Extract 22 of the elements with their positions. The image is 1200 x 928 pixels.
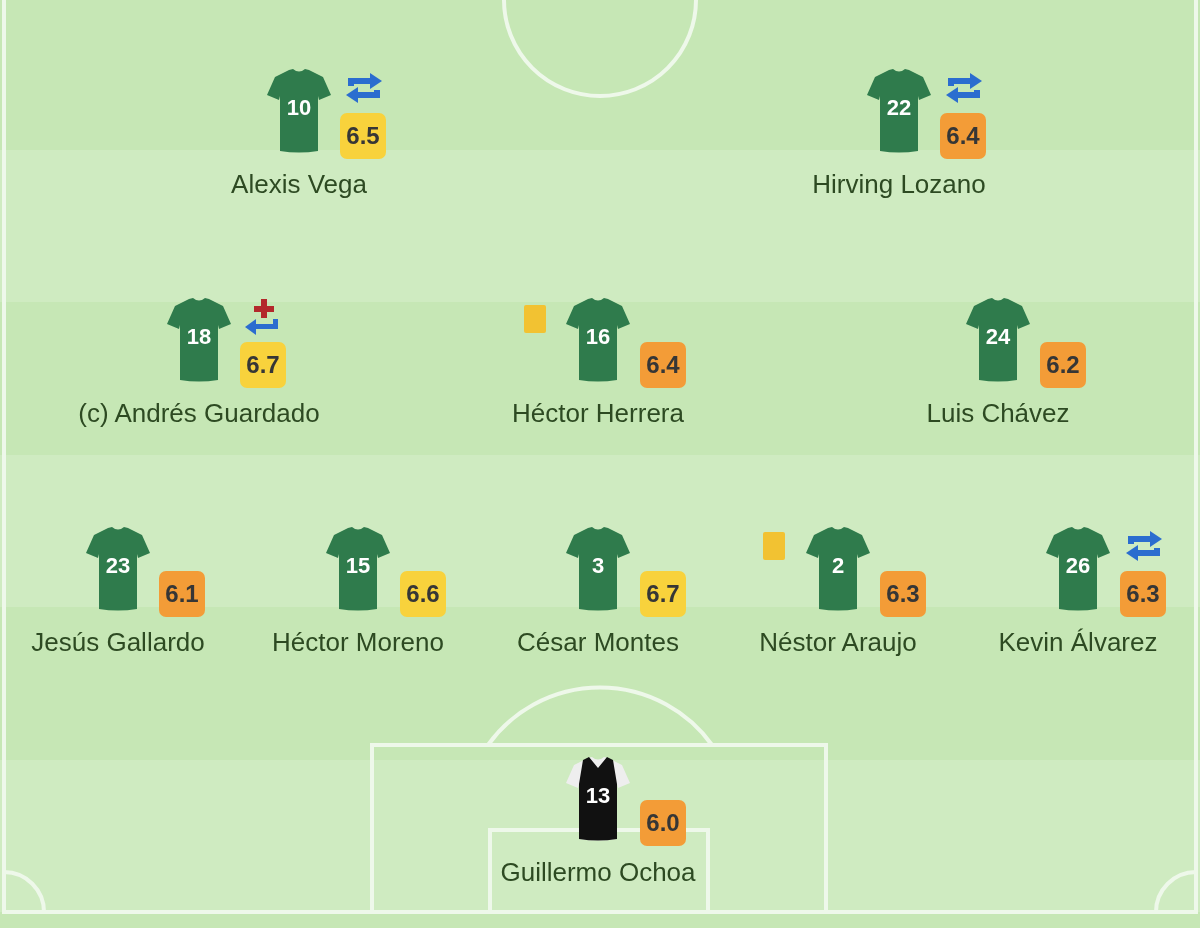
shirt-number: 16: [585, 325, 611, 349]
shirt-number: 13: [585, 784, 611, 808]
player-name: César Montes: [517, 626, 679, 658]
shirt-number: 3: [591, 554, 605, 578]
player-name: (c) Andrés Guardado: [78, 397, 320, 429]
shirt-number: 10: [286, 96, 312, 120]
player-name: Jesús Gallardo: [31, 626, 205, 658]
shirt-number: 15: [345, 554, 371, 578]
player-name: Luis Chávez: [926, 397, 1070, 429]
shirt-number: 18: [186, 325, 212, 349]
player-name: Alexis Vega: [231, 168, 367, 200]
player-name: Héctor Herrera: [512, 397, 684, 429]
player-name: Héctor Moreno: [272, 626, 444, 658]
shirt-number: 26: [1065, 554, 1091, 578]
player-name: Guillermo Ochoa: [500, 856, 696, 888]
player-name: Hirving Lozano: [812, 168, 986, 200]
player-name: Néstor Araujo: [759, 626, 917, 658]
shirt-number: 24: [985, 325, 1011, 349]
player-name: Kevin Álvarez: [998, 626, 1158, 658]
shirt-number: 23: [105, 554, 131, 578]
shirt-number: 2: [831, 554, 845, 578]
shirt-number: 22: [886, 96, 912, 120]
